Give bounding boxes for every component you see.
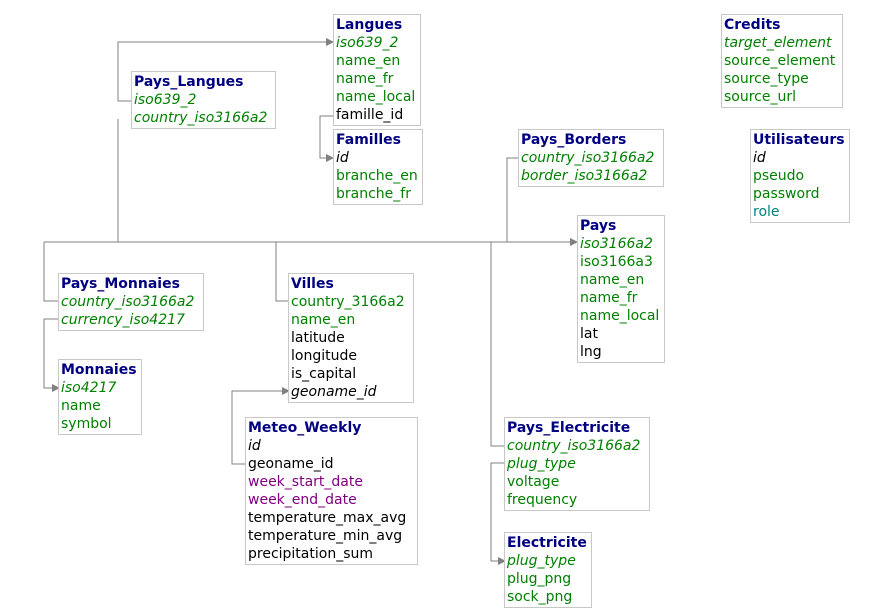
table-field: role [753,204,780,220]
table-field: id [248,438,261,454]
link-meteo-to-villes [231,387,290,465]
table-title: Pays_Langues [134,74,244,90]
table-utilisateurs: Utilisateurs id pseudo password role [750,129,850,223]
table-title: Pays [580,218,617,234]
table-electricite: Electricite plug_type plug_png sock_png [504,532,592,608]
table-field: password [753,186,820,202]
table-field: iso4217 [61,380,117,396]
table-field: lng [580,344,602,360]
table-field: source_element [724,53,836,69]
table-field: geoname_id [291,384,377,400]
table-title: Familles [336,132,402,148]
table-field: iso3166a2 [580,236,653,252]
table-field: id [753,150,766,166]
table-familles: Familles id branche_en branche_fr [333,129,423,205]
table-field: branche_fr [336,186,411,202]
table-field: source_url [724,89,797,105]
table-title: Monnaies [61,362,137,378]
table-field: pseudo [753,168,805,184]
table-title: Credits [724,17,781,33]
link-pays-monnaies-to-monnaies [43,318,60,392]
table-field: iso639_2 [336,35,399,51]
table-field: country_iso3166a2 [61,294,195,310]
table-pays-langues: Pays_Langues iso639_2 country_iso3166a2 [131,71,276,129]
link-pays-langues-to-langues [117,38,334,102]
table-field: precipitation_sum [248,546,374,562]
link-villes-to-bus [275,242,289,302]
table-field: plug_type [507,553,576,569]
table-field: target_element [724,35,832,51]
table-field: name_en [336,53,401,69]
table-field: source_type [724,71,809,87]
table-field: week_start_date [248,474,363,490]
table-title: Langues [336,17,403,33]
table-field: name_local [336,89,416,105]
table-field: iso3166a3 [580,254,653,270]
table-field: name [61,398,101,414]
link-pays-electricite-to-bus [490,242,505,447]
table-title: Electricite [507,535,587,551]
table-field: name_en [291,312,356,328]
table-title: Pays_Monnaies [61,276,180,292]
table-field: lat [580,326,598,342]
table-villes: Villes country_3166a2 name_en latitude longi… [288,273,414,403]
table-field: latitude [291,330,345,346]
link-bus-to-pays [44,119,577,242]
table-field: name_fr [580,290,638,306]
table-field: branche_en [336,168,418,184]
table-field: name_fr [336,71,394,87]
table-title: Villes [291,276,334,292]
table-field: frequency [507,492,578,508]
table-field: week_end_date [248,492,357,508]
link-pays-electricite-to-electricite [490,462,506,565]
table-field: temperature_min_avg [248,528,403,544]
table-field: famille_id [336,107,404,123]
table-field: country_iso3166a2 [134,110,268,126]
table-field: geoname_id [248,456,334,472]
table-field: country_iso3166a2 [507,438,641,454]
table-monnaies: Monnaies iso4217 name symbol [58,359,142,435]
link-langues-to-familles [319,115,334,162]
table-field: iso639_2 [134,92,197,108]
table-field: plug_type [507,456,576,472]
table-title: Meteo_Weekly [248,420,362,436]
link-pays-borders-to-bus [506,157,520,242]
table-field: plug_png [507,571,572,587]
table-title: Utilisateurs [753,132,845,148]
table-field: voltage [507,474,560,490]
table-field: id [336,150,349,166]
table-field: country_iso3166a2 [521,150,655,166]
table-title: Pays_Borders [521,132,627,148]
table-field: border_iso3166a2 [521,168,648,184]
link-pays-monnaies-to-bus [43,242,59,302]
table-field: sock_png [507,589,573,605]
table-field: name_en [580,272,645,288]
table-field: currency_iso4217 [61,312,185,328]
table-field: longitude [291,348,357,364]
table-field: is_capital [291,366,357,382]
table-title: Pays_Electricite [507,420,631,436]
table-field: name_local [580,308,660,324]
table-pays-borders: Pays_Borders country_iso3166a2 border_iso3… [518,129,664,187]
table-field: country_3166a2 [291,294,405,310]
table-field: temperature_max_avg [248,510,407,526]
table-field: symbol [61,416,112,432]
table-pays-electricite: Pays_Electricite country_iso3166a2 plug_ty… [504,417,650,511]
table-pays-monnaies: Pays_Monnaies country_iso3166a2 currency_i… [58,273,204,331]
